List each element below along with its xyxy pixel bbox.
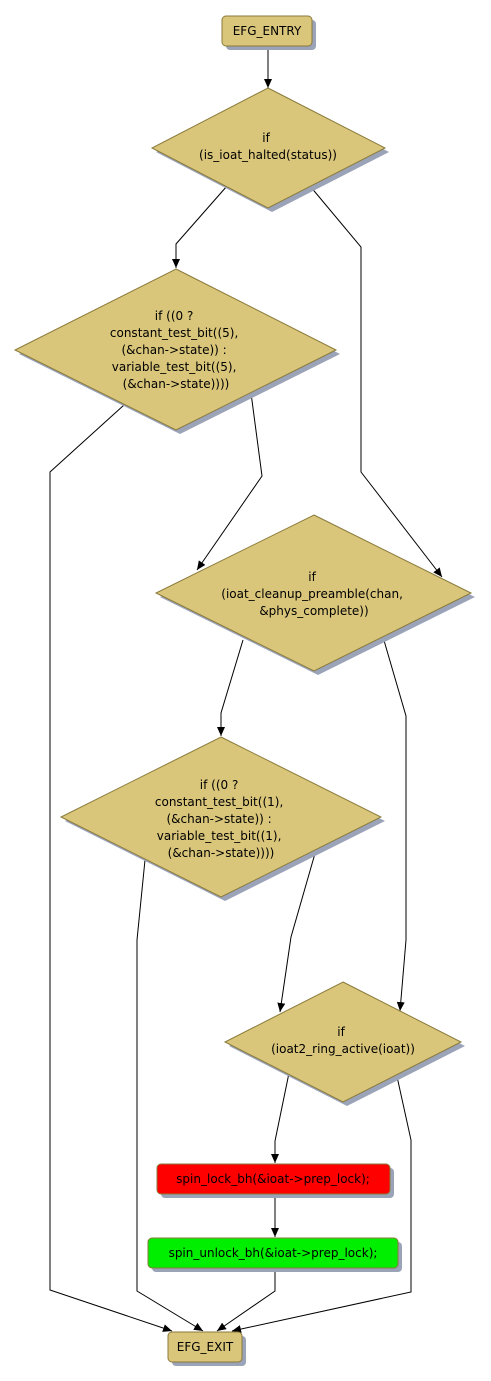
entry-node-label: EFG_ENTRY [233, 24, 302, 38]
edge-halted-to-cleanup [309, 185, 443, 578]
edge-halted-to-bit5 [172, 185, 228, 268]
decision-test-bit-1: if ((0 ? constant_test_bit((1), (&chan->… [59, 736, 385, 901]
edge-cleanup-to-bit1 [217, 639, 244, 736]
edge-bit5-to-exit [49, 404, 173, 1332]
decision-test-bit-1-line: variable_test_bit((1), [157, 829, 282, 843]
spin-unlock-node-label: spin_unlock_bh(&ioat->prep_lock); [169, 1246, 378, 1260]
edge-bit5-to-cleanup [196, 392, 263, 571]
decision-test-bit-1-label: if ((0 ? constant_test_bit((1), (&chan->… [155, 778, 287, 860]
decision-is-ioat-halted: if (is_ioat_halted(status)) [150, 87, 389, 212]
exit-node: EFG_EXIT [167, 1331, 246, 1366]
decision-ioat2-ring-active-line: if [337, 1025, 345, 1039]
decision-ioat2-ring-active: if (ioat2_ring_active(ioat)) [223, 981, 465, 1106]
decision-test-bit-5-line: (&chan->state)))) [123, 377, 230, 391]
decision-ioat-cleanup-preamble-line: if [308, 570, 316, 584]
decision-ioat-cleanup-preamble-line: (ioat_cleanup_preamble(chan, [221, 587, 403, 601]
edge-bit1-to-exit [136, 859, 204, 1332]
decision-test-bit-1-line: (&chan->state)) : [166, 812, 271, 826]
edge-cleanup-to-ring [382, 636, 407, 1012]
decision-ioat-cleanup-preamble-line: &phys_complete)) [259, 604, 368, 618]
decision-test-bit-1-shape [59, 736, 383, 898]
edge-ring-to-exit [231, 1071, 412, 1333]
decision-test-bit-1-line: if ((0 ? [200, 778, 239, 792]
edge-ring-to-lock [271, 1072, 290, 1163]
decision-ioat-cleanup-preamble-shape [154, 514, 473, 672]
spin-lock-node-label: spin_lock_bh(&ioat->prep_lock); [176, 1172, 370, 1186]
decision-test-bit-1-line: (&chan->state)))) [168, 846, 275, 860]
decision-test-bit-5-line: (&chan->state)) : [121, 343, 226, 357]
decision-is-ioat-halted-line: (is_ioat_halted(status)) [199, 148, 337, 162]
entry-node-box [221, 15, 313, 47]
decision-test-bit-5-line: constant_test_bit((5), [110, 326, 238, 340]
decision-is-ioat-halted-shape [150, 87, 387, 209]
decision-test-bit-5-shape [13, 268, 338, 431]
decision-ioat2-ring-active-label: if (ioat2_ring_active(ioat)) [271, 1025, 415, 1056]
spin-unlock-node-box [147, 1237, 399, 1269]
decision-test-bit-1-line: constant_test_bit((1), [155, 795, 283, 809]
entry-node: EFG_ENTRY [221, 15, 316, 50]
decision-test-bit-5-label: if ((0 ? constant_test_bit((5), (&chan->… [110, 309, 242, 391]
decision-is-ioat-halted-label: if (is_ioat_halted(status)) [199, 131, 337, 162]
decision-test-bit-5-line: if ((0 ? [155, 309, 194, 323]
edge-bit1-to-ring [277, 849, 317, 1013]
edges [49, 46, 443, 1333]
decision-ioat-cleanup-preamble-label: if (ioat_cleanup_preamble(chan, &phys_co… [221, 570, 406, 618]
exit-node-label: EFG_EXIT [177, 1340, 234, 1354]
decision-ioat-cleanup-preamble: if (ioat_cleanup_preamble(chan, &phys_co… [154, 514, 475, 675]
decision-ioat2-ring-active-line: (ioat2_ring_active(ioat)) [271, 1042, 415, 1056]
spin-lock-node: spin_lock_bh(&ioat->prep_lock); [156, 1163, 394, 1198]
decision-ioat2-ring-active-shape [223, 981, 463, 1103]
spin-unlock-node: spin_unlock_bh(&ioat->prep_lock); [147, 1237, 402, 1272]
spin-lock-node-box [156, 1163, 391, 1195]
edge-unlock-to-exit [216, 1268, 276, 1332]
decision-is-ioat-halted-line: if [262, 131, 270, 145]
exit-node-box [167, 1331, 243, 1363]
decision-test-bit-5: if ((0 ? constant_test_bit((5), (&chan->… [13, 268, 340, 434]
decision-test-bit-5-line: variable_test_bit((5), [112, 360, 237, 374]
